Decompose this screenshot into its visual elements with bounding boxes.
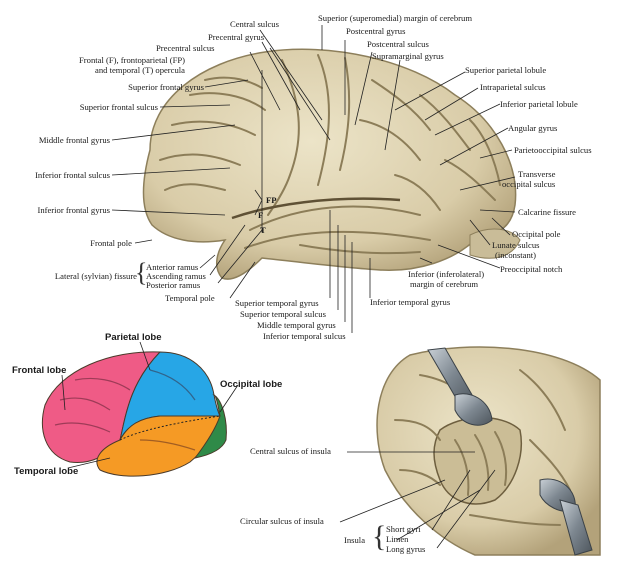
lateral-fissure-line <box>231 197 401 220</box>
label-occipital-lobe: Occipital lobe <box>220 379 283 390</box>
label-precentral-gyrus: Precentral gyrus <box>208 32 265 42</box>
lateral-brain <box>142 48 521 280</box>
label-temporal-pole: Temporal pole <box>165 293 215 303</box>
temporal-lobe-region <box>96 415 221 477</box>
operculum-mark-fp: FP <box>266 195 277 205</box>
label-middle-frontal-gyrus: Middle frontal gyrus <box>38 135 110 145</box>
label-postcentral-sulcus: Postcentral sulcus <box>367 39 429 49</box>
label-opercula-1: Frontal (F), frontoparietal (FP) <box>79 55 185 65</box>
label-middle-temporal-gyrus: Middle temporal gyrus <box>257 320 336 330</box>
label-precentral-sulcus: Precentral sulcus <box>156 43 215 53</box>
label-lunate-1: Lunate sulcus <box>492 240 540 250</box>
label-superior-temporal-sulcus: Superior temporal sulcus <box>240 309 326 319</box>
label-long-gyrus: Long gyrus <box>386 544 426 554</box>
label-circular-sulcus-of-insula: Circular sulcus of insula <box>240 516 324 526</box>
label-superior-temporal-gyrus: Superior temporal gyrus <box>235 298 319 308</box>
label-inferior-margin-2: margin of cerebrum <box>410 279 479 289</box>
label-frontal-lobe: Frontal lobe <box>12 365 67 376</box>
label-ascending-ramus: Ascending ramus <box>146 271 206 281</box>
lobe-leaders <box>61 341 239 469</box>
cerebrum-lateral <box>142 48 517 280</box>
brace-lateral-fissure: { <box>135 258 148 287</box>
occipital-lobe-region <box>193 394 227 459</box>
label-supramarginal-gyrus: Supramarginal gyrus <box>372 51 444 61</box>
label-lunate-2: (inconstant) <box>495 250 537 260</box>
insula-brain <box>376 346 601 556</box>
retractor-top <box>427 347 493 426</box>
insula-leaders <box>339 451 496 549</box>
label-limen: Limen <box>386 534 409 544</box>
label-temporal-lobe: Temporal lobe <box>14 466 79 477</box>
label-superior-frontal-gyrus: Superior frontal gyrus <box>128 82 204 92</box>
label-parietooccipital-sulcus: Parietooccipital sulcus <box>514 145 592 155</box>
label-opercula-2: and temporal (T) opercula <box>95 65 185 75</box>
operculum-mark-f: F <box>258 210 264 220</box>
label-transverse-occipital-1: Transverse <box>518 169 556 179</box>
label-intraparietal-sulcus: Intraparietal sulcus <box>480 82 546 92</box>
label-central-sulcus-of-insula: Central sulcus of insula <box>250 446 331 456</box>
label-anterior-ramus: Anterior ramus <box>146 262 199 272</box>
label-inferior-frontal-sulcus: Inferior frontal sulcus <box>35 170 110 180</box>
label-posterior-ramus: Posterior ramus <box>146 280 201 290</box>
label-inferior-parietal-lobule: Inferior parietal lobule <box>500 99 578 109</box>
label-angular-gyrus: Angular gyrus <box>508 123 558 133</box>
label-central-sulcus: Central sulcus <box>230 19 279 29</box>
label-inferior-margin-1: Inferior (inferolateral) <box>408 269 485 279</box>
retractor-bottom <box>539 478 593 556</box>
label-calcarine-fissure: Calcarine fissure <box>518 207 576 217</box>
label-short-gyri: Short gyri <box>386 524 421 534</box>
label-preoccipital-notch: Preoccipital notch <box>500 264 563 274</box>
brace-insula: { <box>372 520 387 553</box>
label-lateral-fissure: Lateral (sylvian) fissure <box>54 271 137 281</box>
label-superior-frontal-sulcus: Superior frontal sulcus <box>79 102 158 112</box>
label-insula: Insula <box>344 535 366 545</box>
operculum-mark-t: T <box>260 225 266 235</box>
label-parietal-lobe: Parietal lobe <box>105 332 162 343</box>
label-postcentral-gyrus: Postcentral gyrus <box>346 26 406 36</box>
label-frontal-pole: Frontal pole <box>90 238 132 248</box>
cerebellum <box>469 228 521 259</box>
label-superior-parietal-lobule: Superior parietal lobule <box>465 65 547 75</box>
label-superior-margin: Superior (superomedial) margin of cerebr… <box>318 13 472 23</box>
gyri-lines <box>159 54 501 255</box>
label-inferior-temporal-gyrus: Inferior temporal gyrus <box>370 297 451 307</box>
label-transverse-occipital-2: occipital sulcus <box>502 179 556 189</box>
label-inferior-temporal-sulcus: Inferior temporal sulcus <box>263 331 346 341</box>
lobes-brain <box>41 351 227 477</box>
leader-lines <box>111 25 516 333</box>
label-inferior-frontal-gyrus: Inferior frontal gyrus <box>37 205 110 215</box>
label-occipital-pole: Occipital pole <box>512 229 561 239</box>
